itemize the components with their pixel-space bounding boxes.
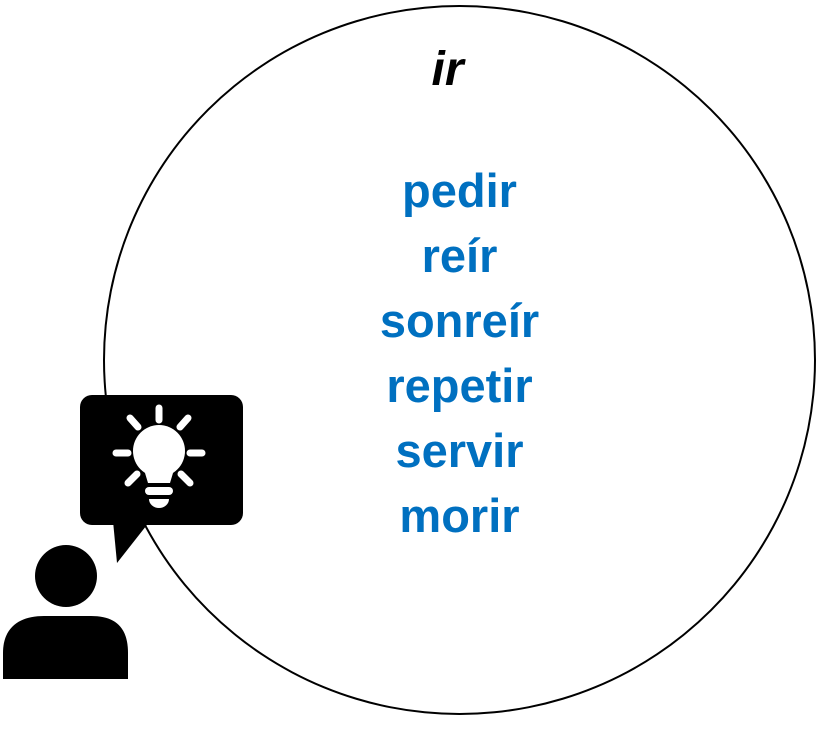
verb-item: sonreír (379, 294, 540, 347)
verb-list: pedir reír sonreír repetir servir morir (103, 158, 816, 548)
category-circle (103, 5, 816, 715)
circle-title: ir (431, 43, 464, 96)
verb-item: pedir (402, 164, 517, 217)
verb-item: morir (399, 489, 520, 542)
verb-item: servir (395, 424, 524, 477)
verb-item: repetir (386, 359, 533, 412)
verb-item: reír (421, 229, 498, 282)
person-icon (3, 545, 128, 679)
